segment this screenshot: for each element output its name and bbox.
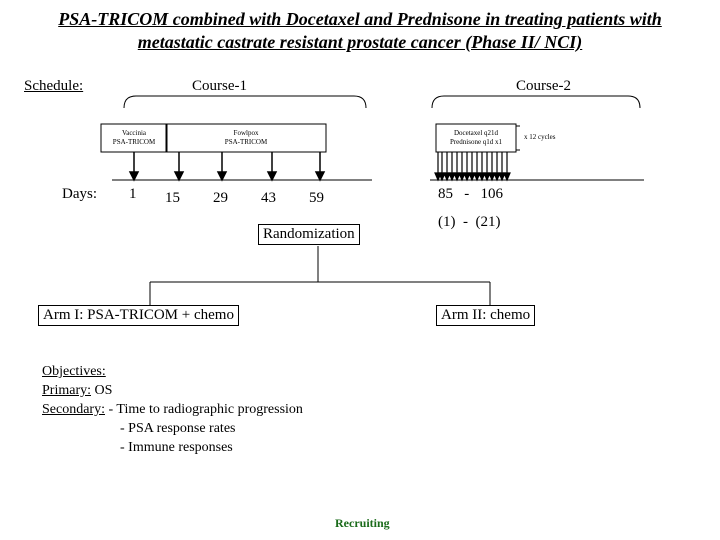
- course-2-days: 85 - 106: [438, 186, 503, 202]
- cycles-label: x 12 cycles: [524, 133, 556, 141]
- arm-2-box: Arm II: chemo: [436, 305, 536, 326]
- status-recruiting: Recruiting: [335, 516, 390, 530]
- secondary-item-2: - PSA response rates: [120, 421, 236, 436]
- course-2-label: Course-2: [516, 78, 571, 94]
- day-29: 29: [213, 190, 228, 206]
- day-15: 15: [165, 190, 180, 206]
- chemo-line-1: Docetaxel q21d: [453, 129, 499, 137]
- schedule-label: Schedule:: [24, 78, 84, 94]
- title-line-2: metastatic castrate resistant prostate c…: [137, 32, 583, 52]
- course-2-arrows: [434, 152, 511, 182]
- course-1-bracket: [123, 95, 367, 109]
- day-1: 1: [129, 186, 137, 202]
- objectives-heading: Objectives:: [42, 364, 106, 379]
- secondary-item-1: - Time to radiographic progression: [108, 402, 303, 417]
- vaccinia-line-1: Vaccinia: [121, 129, 147, 137]
- title-line-1: PSA-TRICOM combined with Docetaxel and P…: [58, 9, 662, 29]
- arm-1-box: Arm I: PSA-TRICOM + chemo: [38, 305, 239, 326]
- cycles-bracket: [515, 125, 520, 151]
- vaccinia-line-2: PSA-TRICOM: [112, 138, 156, 146]
- primary-label: Primary:: [42, 383, 91, 398]
- chemo-label: Docetaxel q21d Prednisone q1d x1: [436, 129, 516, 147]
- course-1-label: Course-1: [192, 78, 247, 94]
- vaccinia-label: Vaccinia PSA-TRICOM: [101, 129, 167, 147]
- randomization-box: Randomization: [258, 224, 360, 245]
- course-2-relative-days: (1) - (21): [438, 214, 501, 230]
- days-label: Days:: [62, 186, 97, 202]
- course-2-bracket: [431, 95, 641, 109]
- chemo-line-2: Prednisone q1d x1: [449, 138, 503, 146]
- objectives-block: Objectives: Primary: OS Secondary: - Tim…: [42, 362, 303, 457]
- day-43: 43: [261, 190, 276, 206]
- secondary-objective: Secondary: - Time to radiographic progre…: [42, 400, 303, 419]
- fowlpox-line-2: PSA-TRICOM: [224, 138, 268, 146]
- day-59: 59: [309, 190, 324, 206]
- fowlpox-box: [165, 123, 327, 153]
- primary-value: OS: [94, 383, 113, 398]
- fowlpox-label: Fowlpox PSA-TRICOM: [166, 129, 326, 147]
- secondary-label: Secondary:: [42, 402, 105, 417]
- primary-objective: Primary: OS: [42, 381, 303, 400]
- fowlpox-line-1: Fowlpox: [233, 129, 259, 137]
- course-1-arrows: [128, 152, 326, 182]
- secondary-item-3: - Immune responses: [120, 440, 233, 455]
